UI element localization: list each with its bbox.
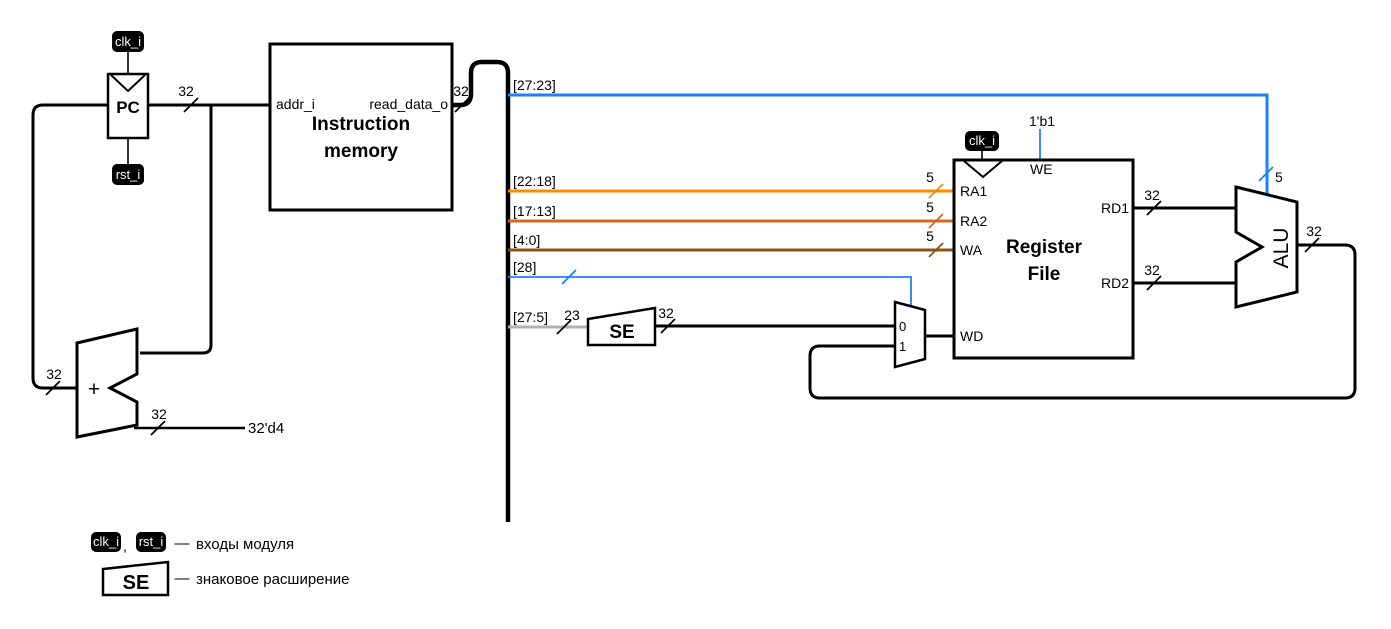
regfile-wa-port-label: WA xyxy=(960,242,983,258)
width-adder-out: 32 xyxy=(46,366,62,382)
width-ra1: 5 xyxy=(926,169,934,185)
pc-rst-badge-label: rst_i xyxy=(116,167,141,182)
width-pc-out: 32 xyxy=(178,83,194,99)
legend-comma: , xyxy=(123,538,127,554)
legend-clk-badge-label: clk_i xyxy=(93,534,119,549)
regfile-ra1-port-label: RA1 xyxy=(960,183,987,199)
width-slash-ra2 xyxy=(928,213,944,229)
instruction-bus xyxy=(452,59,511,522)
regfile-ra2-port-label: RA2 xyxy=(960,213,987,229)
width-se-out: 32 xyxy=(658,305,674,321)
legend-se-label: SE xyxy=(123,572,150,594)
slice-4-0-label: [4:0] xyxy=(513,232,540,248)
slice-22-18-label: [22:18] xyxy=(513,173,556,189)
width-ra2: 5 xyxy=(926,199,934,215)
adder-const-value: 32'd4 xyxy=(248,420,284,437)
width-slash-se-out xyxy=(660,318,676,334)
width-imem-out: 32 xyxy=(453,83,469,99)
regfile-rd1-port-label: RD1 xyxy=(1101,200,1129,216)
regfile-we-port-label: WE xyxy=(1030,161,1053,177)
regfile-title-line1: Register xyxy=(1006,237,1083,258)
pc-clock-triangle-icon xyxy=(110,74,146,93)
regfile-title-line2: File xyxy=(1028,264,1061,285)
pc-clk-badge-label: clk_i xyxy=(115,34,141,49)
legend-clk-badge xyxy=(91,532,121,552)
instruction-memory-block xyxy=(268,42,454,212)
width-slash-alu-select xyxy=(1258,166,1274,182)
regfile-clock-triangle-icon xyxy=(963,160,1003,179)
legend-dash-2: — xyxy=(175,570,190,587)
we-const-label: 1'b1 xyxy=(1029,113,1055,129)
pc-label: PC xyxy=(116,98,140,117)
slice-27-23-label: [27:23] xyxy=(513,77,556,93)
regfile-clk-badge-label: clk_i xyxy=(969,133,995,148)
regfile-wd-port-label: WD xyxy=(960,328,983,344)
width-slash-alu-out xyxy=(1304,237,1320,253)
width-slash-mux-select xyxy=(561,269,577,285)
width-slash-rd2 xyxy=(1146,275,1162,291)
mux-input0-label: 0 xyxy=(899,319,906,334)
adder-plus-label: + xyxy=(88,378,100,401)
register-file-block xyxy=(952,158,1135,360)
imem-title-line1: Instruction xyxy=(312,114,410,135)
width-slash-imem-out xyxy=(454,97,470,113)
wire-pc-to-adder xyxy=(140,105,213,355)
slice-28-label: [28] xyxy=(513,259,536,275)
alu-block xyxy=(1234,185,1299,309)
legend-rst-badge xyxy=(136,532,166,552)
width-slash-adder-out xyxy=(45,380,61,396)
width-slash-adder-const xyxy=(150,420,166,436)
imem-addr-port-label: addr_i xyxy=(276,96,315,112)
legend-se-text: знаковое расширение xyxy=(196,571,350,588)
pc-block xyxy=(106,72,150,140)
wd-mux-block xyxy=(893,300,927,369)
width-slash-rd1 xyxy=(1146,200,1162,216)
pc-adder-block xyxy=(75,327,139,439)
imem-read-data-port-label: read_data_o xyxy=(369,96,448,112)
legend-rst-badge-label: rst_i xyxy=(139,534,164,549)
width-slash-ra1 xyxy=(928,183,944,199)
regfile-clk-badge xyxy=(965,131,999,151)
width-wa: 5 xyxy=(926,228,934,244)
width-alu-out: 32 xyxy=(1306,223,1322,239)
width-rd1: 32 xyxy=(1144,187,1160,203)
sign-extend-block xyxy=(586,306,657,347)
slice-17-13-label: [17:13] xyxy=(513,203,556,219)
wire-adder-out-to-pc xyxy=(31,103,112,390)
wire-alu-out-feedback xyxy=(808,243,1357,400)
width-imm: 23 xyxy=(564,307,580,323)
width-slash-pc-out xyxy=(183,97,199,113)
legend-inputs-text: входы модуля xyxy=(196,536,294,553)
pc-clk-badge xyxy=(112,31,144,52)
wire-slice-28-select xyxy=(508,276,912,308)
regfile-rd2-port-label: RD2 xyxy=(1101,275,1129,291)
pc-rst-badge xyxy=(112,164,144,185)
imem-title-line2: memory xyxy=(324,141,398,162)
alu-label: ALU xyxy=(1270,228,1293,269)
width-slash-imm xyxy=(556,319,572,335)
width-rd2: 32 xyxy=(1144,262,1160,278)
mux-input1-label: 1 xyxy=(899,339,906,354)
legend-se-shape xyxy=(101,560,170,597)
sign-extend-label: SE xyxy=(609,322,634,343)
width-adder-const: 32 xyxy=(151,406,167,422)
width-slash-wa xyxy=(928,242,944,258)
width-alu-select: 5 xyxy=(1275,169,1283,185)
wire-slice-27-23 xyxy=(508,93,1269,198)
legend-dash-1: — xyxy=(175,535,190,552)
slice-27-5-label: [27:5] xyxy=(513,309,548,325)
